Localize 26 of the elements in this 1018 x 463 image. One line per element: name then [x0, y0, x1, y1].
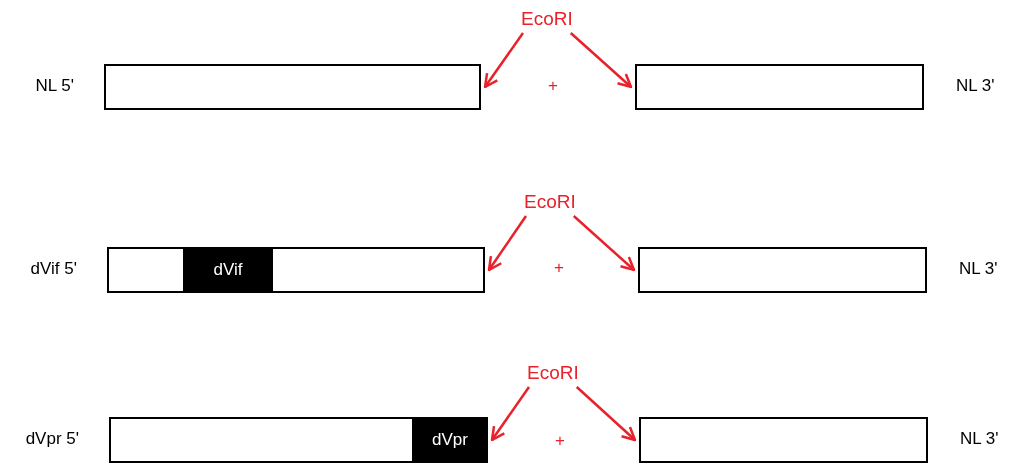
gene-segment: dVpr: [412, 419, 488, 461]
construct-label: NL 3': [960, 429, 999, 449]
enzyme-label: EcoRI: [527, 362, 579, 384]
dna-bar: [638, 247, 927, 293]
arrow: [483, 32, 525, 89]
arrow: [487, 215, 528, 272]
enzyme-label: EcoRI: [521, 8, 573, 30]
dna-bar: [635, 64, 924, 110]
dna-bar: [107, 247, 485, 293]
gene-segment: dVif: [183, 249, 273, 291]
dna-bar: [109, 417, 488, 463]
plus-sign: +: [548, 76, 558, 96]
construct-label: NL 3': [959, 259, 998, 279]
plus-sign: +: [555, 431, 565, 451]
enzyme-label: EcoRI: [524, 191, 576, 213]
arrow: [572, 215, 636, 272]
construct-label: dVpr 5': [25, 429, 79, 449]
plus-sign: +: [554, 258, 564, 278]
construct-label: NL 3': [956, 76, 995, 96]
arrow: [575, 386, 637, 442]
dna-bar: [104, 64, 481, 110]
arrow: [490, 386, 531, 442]
construct-label: NL 5': [35, 76, 74, 96]
dna-bar: [639, 417, 928, 463]
arrow: [569, 32, 633, 89]
construct-label: dVif 5': [30, 259, 77, 279]
